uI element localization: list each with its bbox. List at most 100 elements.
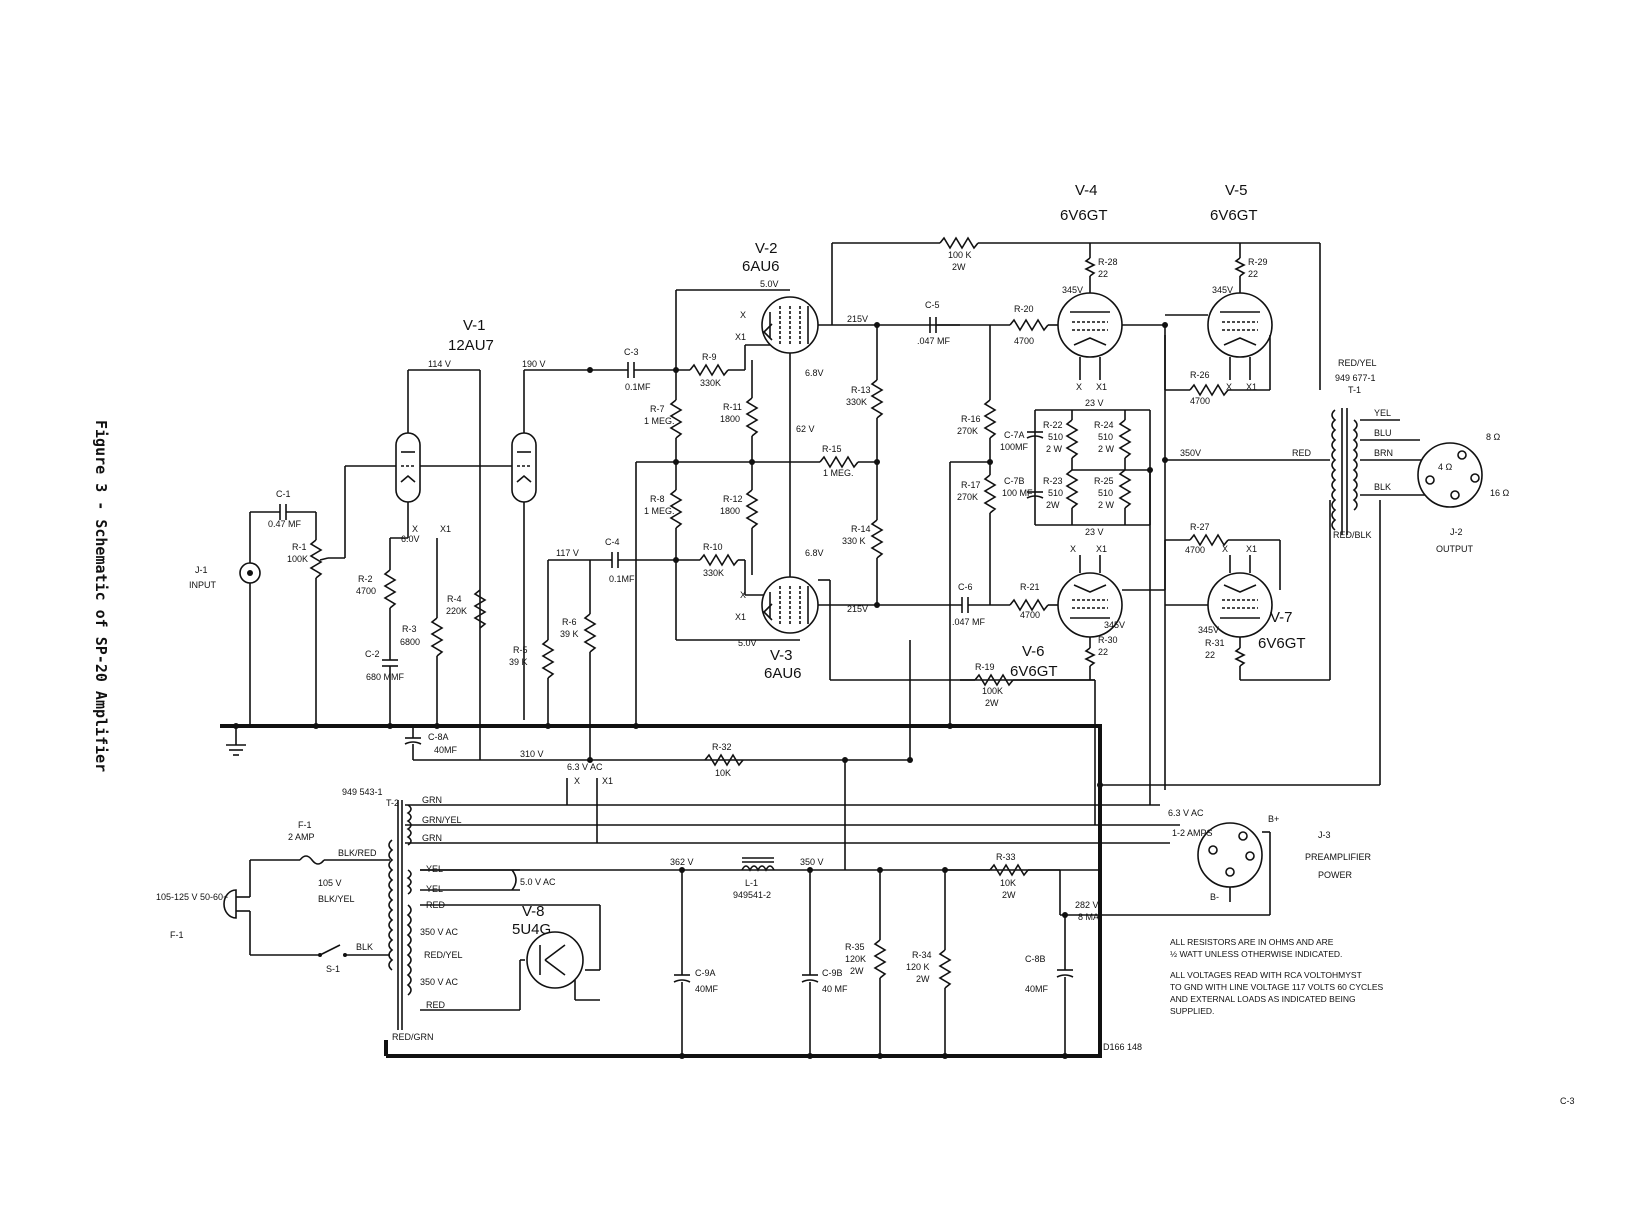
r26-value: 4700 xyxy=(1190,396,1210,406)
v7-x: X xyxy=(1222,544,1228,554)
v4-ref: V-4 xyxy=(1075,182,1098,199)
t2-wire-blkyel: BLK/YEL xyxy=(318,894,355,904)
r18-value: 100 K xyxy=(948,250,972,260)
c9b-value: 40 MF xyxy=(822,984,848,994)
ot-part: 949 677-1 xyxy=(1335,373,1376,383)
r21-value: 4700 xyxy=(1020,610,1040,620)
ot-ref: T-1 xyxy=(1348,385,1361,395)
v3-cathode-voltage: 6.8V xyxy=(805,548,824,558)
r34-value: 120 K xyxy=(906,962,930,972)
c6-value: .047 MF xyxy=(952,617,986,627)
power-transformer-t2: 949 543-1 T-2 GRN GRN/YEL GRN YEL YEL RE… xyxy=(342,787,556,1042)
fuse-f1: F-1 2 AMP BLK/RED xyxy=(288,820,390,865)
r25-ref: R-25 xyxy=(1094,476,1114,486)
j3-name: PREAMPLIFIER xyxy=(1305,852,1372,862)
t2-part: 949 543-1 xyxy=(342,787,383,797)
v2-screen-voltage: 5.0V xyxy=(760,279,779,289)
note-line-5: AND EXTERNAL LOADS AS INDICATED BEING xyxy=(1170,994,1356,1004)
v5-plate-voltage: 345V xyxy=(1212,285,1233,295)
r11-value: 1800 xyxy=(720,414,740,424)
j3-heater: 6.3 V AC xyxy=(1168,808,1204,818)
c8a-value: 40MF xyxy=(434,745,458,755)
r24-watt: 2 W xyxy=(1098,444,1115,454)
t2-wire-yel: YEL xyxy=(426,864,443,874)
r33-ref: R-33 xyxy=(996,852,1016,862)
j3-bminus: B- xyxy=(1210,892,1219,902)
r3-value: 6800 xyxy=(400,637,420,647)
v7-x1: X1 xyxy=(1246,544,1257,554)
note-line-3: ALL VOLTAGES READ WITH RCA VOLTOHMYST xyxy=(1170,970,1362,980)
r13-resistor: R-13 330K xyxy=(846,325,884,520)
r29-value: 22 xyxy=(1248,269,1258,279)
v6-plate-voltage: 345V xyxy=(1104,620,1125,630)
v4-type: 6V6GT xyxy=(1060,207,1108,224)
r1-value: 100K xyxy=(287,554,308,564)
j3-label: J-3 xyxy=(1318,830,1331,840)
r32-resistor: R-32 10K xyxy=(704,742,744,778)
mains-plug-ref: F-1 xyxy=(170,930,184,940)
r2-ref: R-2 xyxy=(358,574,373,584)
r34-watt: 2W xyxy=(916,974,930,984)
figure-caption: Figure 3 - Schematic of SP-20 Amplifier xyxy=(92,420,110,772)
r12-value: 1800 xyxy=(720,506,740,516)
r5-ref: R-5 xyxy=(513,645,528,655)
j1-name: INPUT xyxy=(189,580,217,590)
v1-plate-b-voltage: 190 V xyxy=(522,359,546,369)
r10-value: 330K xyxy=(703,568,724,578)
v5-x: X xyxy=(1226,382,1232,392)
choke-ref: L-1 xyxy=(745,878,758,888)
fuse-ref: F-1 xyxy=(298,820,312,830)
r14-ref: R-14 xyxy=(851,524,871,534)
r34-resistor: R-34 120 K 2W xyxy=(906,870,952,1056)
v2-cathode-voltage: 6.8V xyxy=(805,368,824,378)
r33-watt: 2W xyxy=(1002,890,1016,900)
r3-ref: R-3 xyxy=(402,624,417,634)
v2-x: X xyxy=(740,310,746,320)
r31-ref: R-31 xyxy=(1205,638,1225,648)
v7-plate-voltage: 345V xyxy=(1198,625,1219,635)
note-line-4: TO GND WITH LINE VOLTAGE 117 VOLTS 60 CY… xyxy=(1170,982,1384,992)
ground-symbol xyxy=(226,726,246,756)
r17-resistor: R-17 270K xyxy=(957,474,997,605)
heater-supply-label: 6.3 V AC xyxy=(567,762,603,772)
c9a-ref: C-9A xyxy=(695,968,716,978)
ot-tap-16: 16 Ω xyxy=(1490,488,1510,498)
r17-value: 270K xyxy=(957,492,978,502)
choke-part: 949541-2 xyxy=(733,890,771,900)
v4-tube: V-4 6V6GT 345V R-28 22 X X1 xyxy=(1057,182,1165,392)
v6-tube: V-6 6V6GT 345V R-30 22 X X1 xyxy=(1010,544,1165,680)
t2-wire-yel2: YEL xyxy=(426,884,443,894)
output-transformer-t1: RED/YEL 949 677-1 T-1 YEL BLU BRN BLK RE… xyxy=(1329,358,1430,540)
v3-ref: V-3 xyxy=(770,647,793,664)
v3-x: X xyxy=(740,590,746,600)
r8-ref: R-8 xyxy=(650,494,665,504)
t2-wire-redgrn: RED/GRN xyxy=(392,1032,434,1042)
c8a-capacitor: C-8A 40MF 310 V xyxy=(404,726,910,761)
ot-wire-yel: YEL xyxy=(1374,408,1391,418)
r5-value: 39 K xyxy=(509,657,528,667)
heater-x: X xyxy=(574,776,580,786)
v2-type: 6AU6 xyxy=(742,258,780,275)
r12-resistor: R-12 1800 xyxy=(720,485,759,575)
b-plus-362: 362 V xyxy=(670,857,694,867)
v2-x1: X1 xyxy=(735,332,746,342)
r19-resistor: R-19 100K 2W xyxy=(960,540,1331,708)
v7-type: 6V6GT xyxy=(1258,635,1306,652)
r21-resistor: R-21 4700 xyxy=(1009,582,1062,620)
r19-value: 100K xyxy=(982,686,1003,696)
r26-ref: R-26 xyxy=(1190,370,1210,380)
j3-bplus: B+ xyxy=(1268,814,1279,824)
r4-resistor: R-4 220K xyxy=(446,589,487,629)
c5-value: .047 MF xyxy=(917,336,951,346)
r24-resistor: R-24 510 2 W xyxy=(1094,410,1132,470)
r24-ref: R-24 xyxy=(1094,420,1114,430)
supply-350: 350 V xyxy=(800,857,824,867)
t2-wire-grn: GRN xyxy=(422,795,442,805)
ot-wire-brn: BRN xyxy=(1374,448,1393,458)
mid-voltage: 62 V xyxy=(796,424,815,434)
t2-winding-350: 350 V AC xyxy=(420,927,459,937)
c4-ref: C-4 xyxy=(605,537,620,547)
c2-value: 680 MMF xyxy=(366,672,405,682)
r25-value: 510 xyxy=(1098,488,1113,498)
v7-ref: V-7 xyxy=(1270,609,1293,626)
